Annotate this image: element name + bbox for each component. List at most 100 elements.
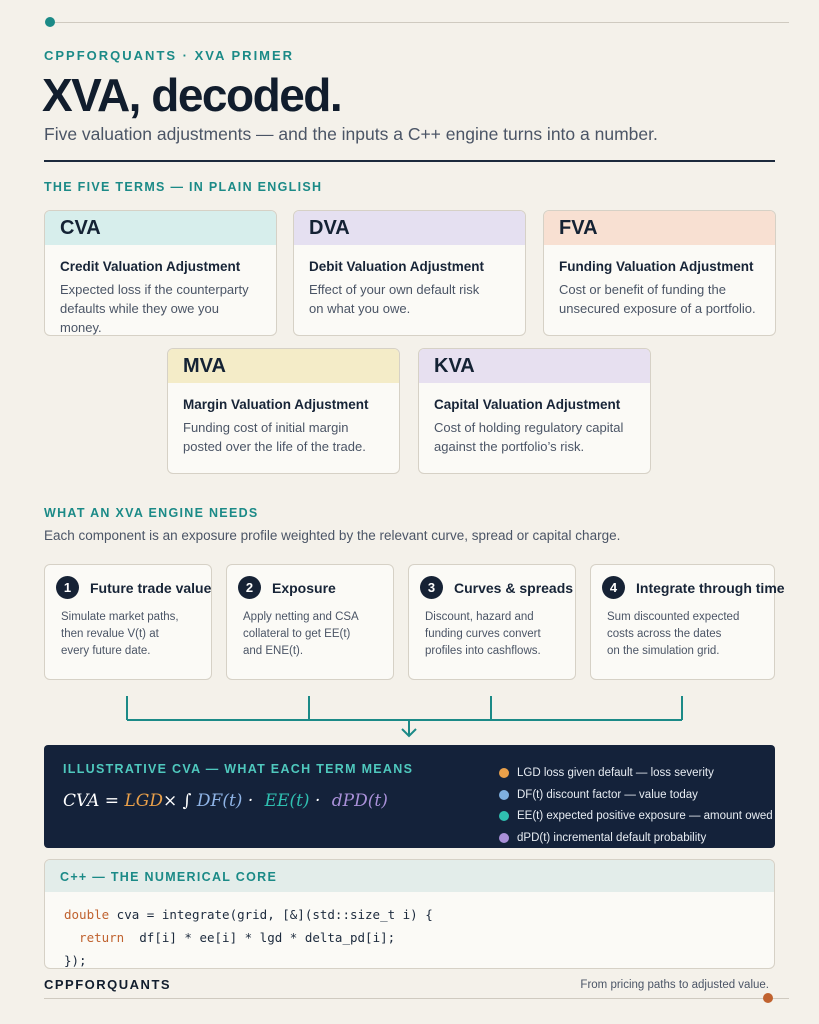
term-description: Effect of your own default risk on what … — [294, 274, 525, 318]
term-name: Funding Valuation Adjustment — [559, 259, 754, 274]
step-card-2: 2 Exposure Apply netting and CSA collate… — [226, 564, 394, 680]
step-desc-line: every future date. — [61, 645, 151, 657]
code-line: return df[i] * ee[i] * lgd * delta_pd[i]… — [64, 926, 755, 949]
term-card-cva: CVA Credit Valuation Adjustment Expected… — [44, 210, 277, 336]
bottom-rule — [44, 998, 789, 999]
code-line: }); — [64, 953, 87, 968]
code-line: double cva = integrate(grid, [&](std::si… — [64, 903, 755, 926]
term-name: Debit Valuation Adjustment — [309, 259, 485, 274]
step-number-badge: 2 — [238, 576, 261, 599]
page-title: XVA, decoded. — [42, 69, 343, 121]
step-card-4: 4 Integrate through time Sum discounted … — [590, 564, 785, 680]
step-number-badge: 4 — [602, 576, 625, 599]
step-card-3: 3 Curves & spreads Discount, hazard and … — [408, 564, 576, 680]
code-card: C++ — THE NUMERICAL CORE double cva = in… — [44, 859, 775, 969]
legend-dot-icon — [499, 832, 509, 843]
term-abbr: FVA — [544, 211, 775, 245]
term-desc-line: posted over the life of the trade. — [183, 439, 366, 454]
term-description: Expected loss if the counterparty defaul… — [45, 274, 276, 335]
engine-section-label: WHAT AN XVA ENGINE NEEDS — [44, 506, 259, 520]
code-keyword: return — [64, 930, 125, 945]
top-dot — [45, 17, 55, 27]
step-card-1: 1 Future trade value Simulate market pat… — [44, 564, 212, 680]
legend-item-ee: EE(t) expected positive exposure — amoun… — [499, 805, 773, 827]
term-desc-line: defaults while they owe you money. — [60, 301, 219, 335]
step-desc-line: Apply netting and CSA — [243, 611, 359, 623]
legend-text: LGD loss given default — loss severity — [517, 766, 714, 779]
term-abbr: DVA — [294, 211, 525, 245]
term-description: Cost or benefit of funding the unsecured… — [544, 274, 775, 318]
step-desc-line: costs across the dates — [607, 628, 722, 640]
term-desc-line: against the portfolio’s risk. — [434, 439, 585, 454]
term-desc-line: on what you owe. — [309, 301, 411, 316]
legend-dot-icon — [499, 811, 509, 822]
step-desc-line: Discount, hazard and — [425, 611, 534, 623]
step-header: 2 Exposure — [238, 576, 336, 599]
step-title: Integrate through time — [636, 579, 785, 596]
term-desc-line: Effect of your own default risk — [309, 282, 480, 297]
step-header: 1 Future trade value — [56, 576, 211, 599]
step-description: Sum discounted expected costs across the… — [607, 609, 752, 660]
formula-lgd: LGD — [124, 791, 163, 811]
step-title: Future trade value — [90, 579, 212, 596]
term-abbr: CVA — [45, 211, 276, 245]
step-description: Apply netting and CSA collateral to get … — [243, 609, 388, 660]
formula-dot: · — [242, 791, 259, 811]
code-text: cva = integrate(grid, [&](std::size_t i)… — [109, 907, 433, 922]
legend-text: EE(t) expected positive exposure — amoun… — [517, 810, 773, 823]
term-card-fva: FVA Funding Valuation Adjustment Cost or… — [543, 210, 776, 336]
term-desc-line: Cost of holding regulatory capital — [434, 420, 624, 435]
code-keyword: double — [64, 907, 110, 922]
step-description: Simulate market paths, then revalue V(t)… — [61, 609, 206, 660]
bottom-dot — [763, 993, 773, 1003]
step-header: 4 Integrate through time — [602, 576, 785, 599]
formula-lhs: CVA = — [63, 791, 125, 811]
step-desc-line: collateral to get EE(t) — [243, 628, 351, 640]
term-name: Credit Valuation Adjustment — [60, 259, 241, 274]
legend-item-lgd: LGD loss given default — loss severity — [499, 762, 773, 784]
cva-panel-label: ILLUSTRATIVE CVA — WHAT EACH TERM MEANS — [63, 762, 414, 776]
legend-text: dPD(t) incremental default probability — [517, 831, 707, 844]
step-desc-line: profiles into cashflows. — [425, 645, 541, 657]
term-desc-line: unsecured exposure of a portfolio. — [559, 301, 756, 316]
step-desc-line: on the simulation grid. — [607, 645, 720, 657]
page-subtitle: Five valuation adjustments — and the inp… — [44, 124, 658, 144]
step-desc-line: Sum discounted expected — [607, 611, 740, 623]
step-desc-line: funding curves convert — [425, 628, 541, 640]
legend-dot-icon — [499, 789, 509, 800]
formula-dot: · — [309, 791, 326, 811]
kicker: CPPFORQUANTS · XVA PRIMER — [44, 48, 295, 63]
term-card-kva: KVA Capital Valuation Adjustment Cost of… — [418, 348, 651, 474]
term-abbr: KVA — [419, 349, 650, 383]
term-desc-line: Cost or benefit of funding the — [559, 282, 726, 297]
engine-section-subtitle: Each component is an exposure profile we… — [44, 528, 621, 543]
term-card-mva: MVA Margin Valuation Adjustment Funding … — [167, 348, 400, 474]
flow-connector — [126, 696, 683, 738]
step-title: Exposure — [272, 579, 336, 596]
footer-tagline: From pricing paths to adjusted value. — [580, 979, 769, 991]
term-abbr: MVA — [168, 349, 399, 383]
formula-dpd: dPD(t) — [331, 791, 388, 811]
step-number-badge: 3 — [420, 576, 443, 599]
header-divider — [44, 160, 775, 162]
legend-text: DF(t) discount factor — value today — [517, 788, 698, 801]
term-desc-line: Expected loss if the counterparty — [60, 282, 249, 297]
formula-integral: × ∫ — [162, 791, 197, 811]
cva-legend: LGD loss given default — loss severity D… — [499, 762, 773, 849]
formula-ee: EE(t) — [264, 791, 310, 811]
step-description: Discount, hazard and funding curves conv… — [425, 609, 570, 660]
code-card-label: C++ — THE NUMERICAL CORE — [45, 860, 774, 892]
terms-section-label: THE FIVE TERMS — IN PLAIN ENGLISH — [44, 180, 323, 194]
step-number-badge: 1 — [56, 576, 79, 599]
term-desc-line: Funding cost of initial margin — [183, 420, 349, 435]
step-title: Curves & spreads — [454, 579, 574, 596]
term-name: Margin Valuation Adjustment — [183, 397, 369, 412]
footer-brand: CPPFORQUANTS — [44, 977, 172, 992]
cva-panel: ILLUSTRATIVE CVA — WHAT EACH TERM MEANS … — [44, 745, 775, 848]
step-header: 3 Curves & spreads — [420, 576, 573, 599]
code-block: double cva = integrate(grid, [&](std::si… — [45, 892, 774, 968]
cva-formula: CVA = LGD× ∫ DF(t) · EE(t) · dPD(t) — [63, 791, 388, 811]
legend-dot-icon — [499, 767, 509, 778]
term-card-dva: DVA Debit Valuation Adjustment Effect of… — [293, 210, 526, 336]
legend-item-dpd: dPD(t) incremental default probability — [499, 827, 773, 849]
